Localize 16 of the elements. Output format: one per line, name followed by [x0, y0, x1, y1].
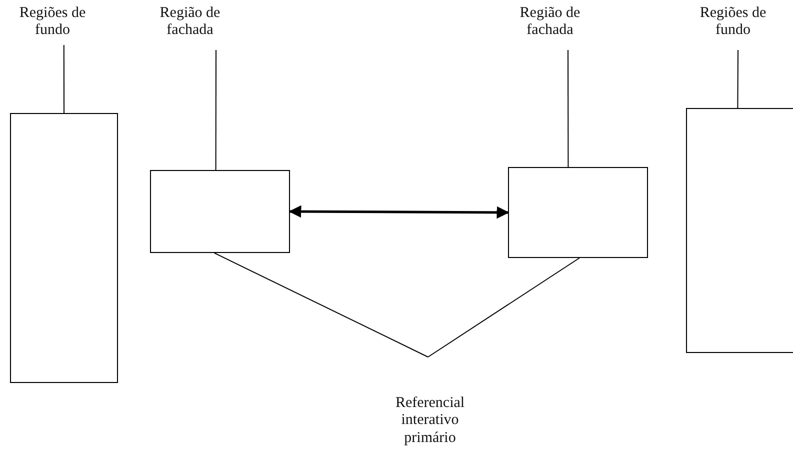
region-label: Região de fachada — [518, 5, 582, 40]
leader-line — [63, 44, 64, 114]
region-box — [10, 113, 118, 383]
leader-line — [214, 252, 428, 358]
region-label: Regiões de fundo — [698, 5, 768, 40]
region-box — [150, 170, 290, 253]
region-label: Regiões de fundo — [18, 5, 87, 40]
region-label: Referencial interativo primário — [394, 395, 466, 447]
leader-line — [428, 258, 580, 358]
leader-line — [737, 50, 738, 108]
leader-line — [215, 50, 216, 170]
leader-line — [568, 50, 569, 168]
region-label: Região de fachada — [158, 5, 222, 40]
arrow — [288, 205, 510, 219]
region-box — [508, 167, 648, 258]
region-box — [686, 108, 793, 353]
